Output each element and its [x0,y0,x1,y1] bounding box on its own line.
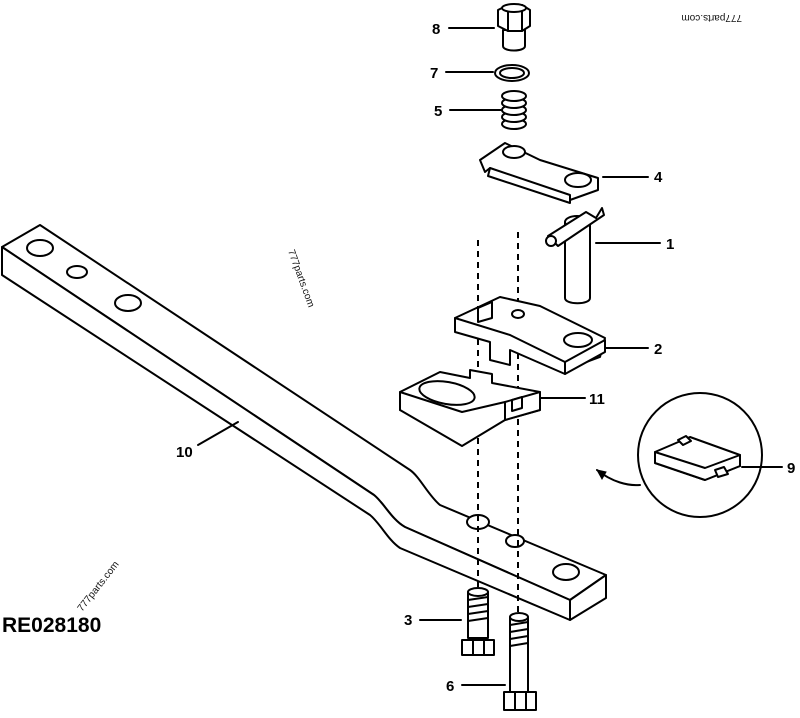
pin-part-1 [545,207,605,305]
plate-part-11 [399,369,541,447]
bracket-part-2 [454,296,606,375]
watermark-top-right: 777parts.com [681,12,742,23]
drawbar-part-10 [1,224,607,621]
callout-2: 2 [654,341,662,358]
strap-part-4 [479,142,599,204]
detail-view-part-9 [596,392,763,518]
leader-lines [197,27,783,686]
callout-3: 3 [404,612,412,629]
spring-part-5 [501,90,527,130]
watermark-bottom-left: 777parts.com [76,559,122,614]
washer-part-7 [494,64,530,82]
callout-1: 1 [666,236,674,253]
drawing-code: RE028180 [2,614,101,637]
bolt-part-3 [461,587,495,656]
bolt-part-6 [503,612,537,711]
callout-11: 11 [589,391,605,408]
callout-7: 7 [430,65,438,82]
callout-9: 9 [787,460,795,477]
callout-5: 5 [434,103,442,120]
callout-8: 8 [432,21,440,38]
callout-4: 4 [654,169,663,186]
callout-10: 10 [176,444,193,461]
watermark-center: 777parts.com [285,248,316,309]
callout-6: 6 [446,678,454,695]
plug-part-8 [497,3,531,52]
callout-labels: 8 7 5 4 1 2 11 9 10 3 6 [176,21,795,695]
